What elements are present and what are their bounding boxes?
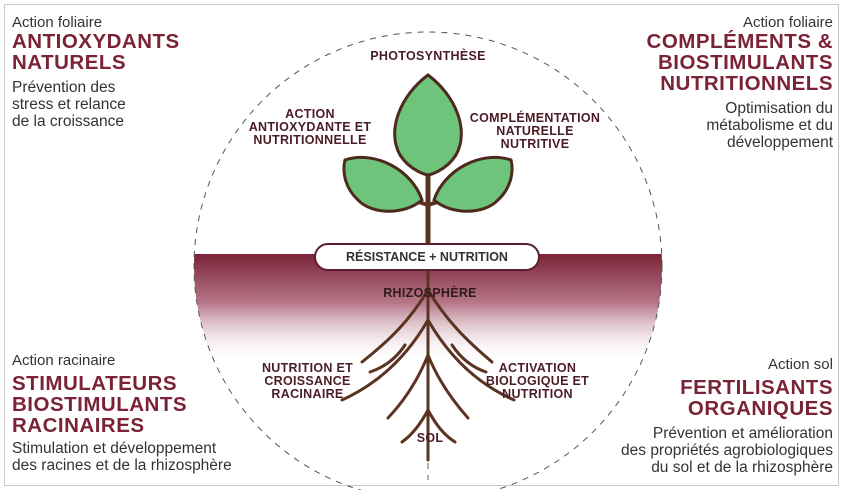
bottom-right-label: Action sol [767, 356, 833, 373]
top-left-title-line: ANTIOXYDANTS [12, 30, 180, 53]
top-right-desc-line: Optimisation du [725, 100, 833, 117]
bottom-left-title-line: RACINAIRES [12, 414, 145, 437]
bottom-left-title-line: STIMULATEURS [12, 372, 178, 395]
upper-right-line: NUTRITIVE [500, 137, 570, 151]
bottom-left-desc: Stimulation et développement des racines… [12, 440, 232, 474]
sol-label: SOL [416, 431, 444, 445]
top-right-block: Action foliaire COMPLÉMENTS & BIOSTIMULA… [647, 14, 833, 151]
leaf-left [342, 155, 424, 213]
bottom-left-desc-line: des racines et de la rhizosphère [12, 457, 232, 474]
upper-right-label: COMPLÉMENTATION NATURELLE NUTRITIVE [455, 112, 615, 151]
top-left-label: Action foliaire [12, 14, 103, 31]
top-left-desc-line: Prévention des [12, 79, 116, 96]
figure-frame [4, 4, 839, 486]
photosynthese-label: PHOTOSYNTHÈSE [370, 49, 486, 63]
upper-left-label: ACTION ANTIOXYDANTE ET NUTRITIONNELLE [235, 108, 385, 147]
bottom-right-title-line: FERTILISANTS [680, 376, 833, 399]
top-left-desc-line: stress et relance [12, 96, 126, 113]
upper-left-line: ANTIOXYDANTE ET [248, 120, 372, 134]
upper-left-line: NUTRITIONNELLE [253, 133, 367, 147]
lower-right-line: NUTRITION [502, 387, 573, 401]
bottom-right-title: FERTILISANTS ORGANIQUES [621, 377, 833, 419]
lower-right-line: ACTIVATION [498, 361, 577, 375]
top-right-title-line: NUTRITIONNELS [660, 72, 833, 95]
upper-right-line: NATURELLE [496, 124, 574, 138]
top-right-desc-line: développement [727, 134, 833, 151]
top-left-title-line: NATURELS [12, 51, 127, 74]
top-right-title-line: COMPLÉMENTS & [646, 30, 833, 53]
top-left-desc-line: de la croissance [12, 113, 125, 130]
upper-left-line: ACTION [285, 107, 335, 121]
bottom-left-desc-line: Stimulation et développement [12, 440, 217, 457]
top-right-desc-line: métabolisme et du [706, 117, 833, 134]
bottom-right-desc: Prévention et amélioration des propriété… [621, 425, 833, 476]
bottom-right-block: Action sol FERTILISANTS ORGANIQUES Préve… [621, 356, 833, 476]
bottom-left-label: Action racinaire [12, 352, 116, 369]
top-left-title: ANTIOXYDANTS NATURELS [12, 31, 180, 73]
bottom-right-desc-line: des propriétés agrobiologiques [621, 442, 833, 459]
rhizosphere-label: RHIZOSPHÈRE [383, 286, 477, 300]
bottom-right-desc-line: Prévention et amélioration [652, 425, 833, 442]
lower-right-line: BIOLOGIQUE ET [485, 374, 590, 388]
upper-right-line: COMPLÉMENTATION [469, 111, 601, 125]
leaf-right [432, 155, 514, 213]
top-right-title: COMPLÉMENTS & BIOSTIMULANTS NUTRITIONNEL… [647, 31, 833, 94]
bottom-right-title-line: ORGANIQUES [687, 397, 833, 420]
lower-left-label: NUTRITION ET CROISSANCE RACINAIRE [245, 362, 370, 401]
top-right-label: Action foliaire [742, 14, 833, 31]
lower-left-line: NUTRITION ET [261, 361, 354, 375]
bottom-left-title-line: BIOSTIMULANTS [12, 393, 188, 416]
top-right-desc: Optimisation du métabolisme et du dévelo… [647, 100, 833, 151]
center-pill: RÉSISTANCE + NUTRITION [314, 243, 540, 271]
top-left-block: Action foliaire ANTIOXYDANTS NATURELS Pr… [12, 14, 180, 130]
lower-left-line: RACINAIRE [271, 387, 344, 401]
bottom-right-desc-line: du sol et de la rhizosphère [651, 459, 833, 476]
leaf-top [393, 73, 463, 177]
bottom-left-block: Action racinaire STIMULATEURS BIOSTIMULA… [12, 352, 232, 474]
roots [340, 253, 516, 462]
top-right-title-line: BIOSTIMULANTS [657, 51, 833, 74]
bottom-left-title: STIMULATEURS BIOSTIMULANTS RACINAIRES [12, 373, 232, 436]
lower-left-line: CROISSANCE [264, 374, 351, 388]
top-left-desc: Prévention des stress et relance de la c… [12, 79, 180, 130]
dashed-circle [193, 31, 663, 490]
lower-right-label: ACTIVATION BIOLOGIQUE ET NUTRITION [470, 362, 605, 401]
